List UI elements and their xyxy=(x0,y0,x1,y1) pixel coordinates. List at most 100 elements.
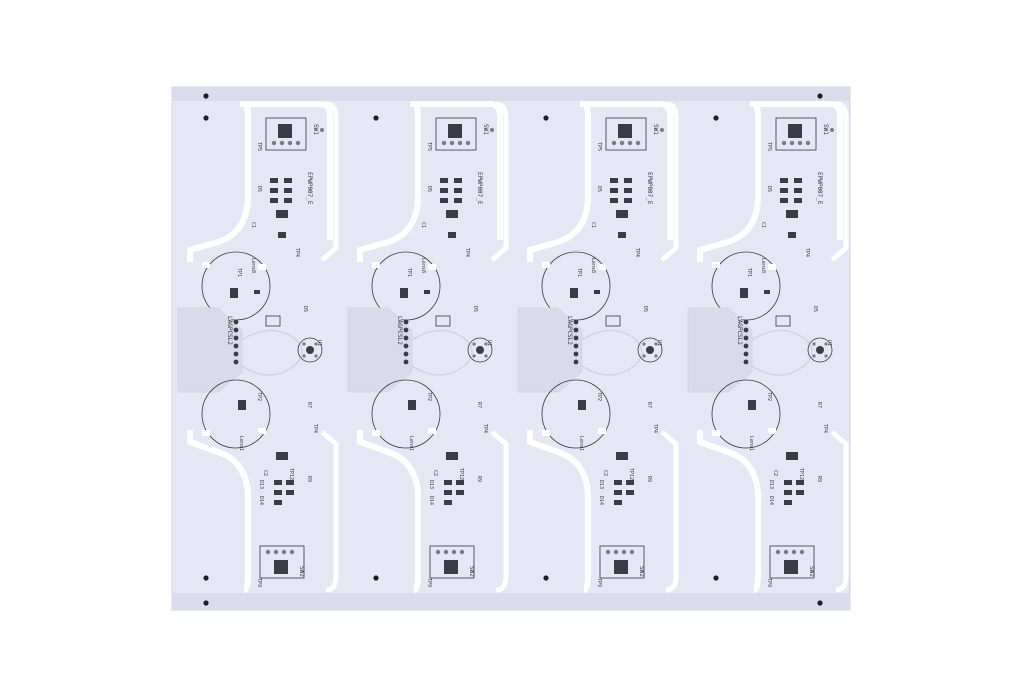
switch-outline xyxy=(769,545,815,579)
lens-mount-slot xyxy=(372,262,380,268)
connector-shroud xyxy=(347,307,413,393)
trace-bow xyxy=(241,329,303,376)
ic-outline xyxy=(775,315,791,327)
smd-resistor xyxy=(794,198,802,203)
smd-resistor xyxy=(626,490,634,495)
lens-mount-slot xyxy=(768,264,776,270)
smd-resistor xyxy=(444,490,452,495)
header-pin xyxy=(233,327,239,333)
header-pin xyxy=(743,319,749,325)
smd-resistor xyxy=(780,188,788,193)
led xyxy=(740,288,748,298)
smd-resistor xyxy=(270,198,278,203)
test-point-label: TP4 xyxy=(482,424,488,433)
header-pin xyxy=(743,335,749,341)
led xyxy=(400,288,408,298)
ic-outline xyxy=(435,315,451,327)
switch-outline xyxy=(259,545,305,579)
routing-slot-left-lower xyxy=(357,430,421,593)
test-point-label: TP9 xyxy=(596,578,602,587)
resistor-label: R7 xyxy=(306,402,312,408)
switch-pad xyxy=(611,140,617,146)
test-point-label: TP4 xyxy=(804,248,810,257)
smd-resistor xyxy=(454,198,462,203)
test-point-label: TP5 xyxy=(426,142,432,151)
emitter-pad xyxy=(302,354,306,358)
switch-pad xyxy=(789,140,795,146)
routing-slot-right-upper xyxy=(320,101,339,262)
header-pin xyxy=(573,327,579,333)
lens-label-bottom: Lens1 xyxy=(408,436,414,451)
lens-label-top: Lens8 xyxy=(760,258,766,273)
test-point-pad xyxy=(490,128,494,132)
smd-resistor xyxy=(254,290,260,294)
emitter-pad xyxy=(484,342,488,346)
test-point-label: TP4 xyxy=(464,248,470,257)
switch-label: SW1 xyxy=(822,124,829,135)
emitter-pad xyxy=(812,354,816,358)
routing-slot-right-lower xyxy=(660,430,679,593)
connector-shroud xyxy=(517,307,583,393)
emitter-pad xyxy=(472,342,476,346)
tact-switch xyxy=(614,560,628,574)
switch-pad xyxy=(605,549,611,555)
switch-pad xyxy=(265,549,271,555)
smd-resistor xyxy=(614,490,622,495)
routing-slot-left-lower xyxy=(187,430,251,593)
switch-pad xyxy=(805,140,811,146)
emitter xyxy=(646,346,654,354)
smd-resistor xyxy=(784,480,792,485)
smd-resistor xyxy=(610,198,618,203)
switch-pad xyxy=(799,549,805,555)
smd-cap xyxy=(788,232,796,238)
smd-resistor xyxy=(440,188,448,193)
lens-label-top: Lens8 xyxy=(590,258,596,273)
test-point-label: TP2 xyxy=(766,392,772,401)
switch-outline xyxy=(429,545,475,579)
resistor-label: R9 xyxy=(646,476,652,482)
emitter xyxy=(816,346,824,354)
smd-resistor xyxy=(614,500,622,505)
led xyxy=(408,400,416,410)
cap-label: C2 xyxy=(772,470,778,476)
switch-label: SW1 xyxy=(482,124,489,135)
emitter-pad xyxy=(472,354,476,358)
routing-slot-right-lower xyxy=(320,430,339,593)
switch-pad xyxy=(295,140,301,146)
lens-outline-bottom xyxy=(201,379,271,449)
cap-label: C1 xyxy=(420,222,426,228)
led xyxy=(748,400,756,410)
header-pin xyxy=(573,351,579,357)
lens-mount-slot xyxy=(598,428,606,434)
lens-label-top: Lens8 xyxy=(420,258,426,273)
diode-label: D5 xyxy=(426,186,432,192)
smd-ic xyxy=(276,452,288,460)
emitter-pad xyxy=(642,354,646,358)
diode-label: D13 xyxy=(428,480,434,489)
smd-resistor xyxy=(286,480,294,485)
smd-resistor xyxy=(624,198,632,203)
smd-resistor xyxy=(456,480,464,485)
smd-resistor xyxy=(610,188,618,193)
test-point-label: TP4 xyxy=(634,248,640,257)
top-rail xyxy=(172,87,850,101)
smd-cap xyxy=(278,232,286,238)
tact-switch xyxy=(278,124,292,138)
smd-resistor xyxy=(796,490,804,495)
emitter-pad xyxy=(302,342,306,346)
header-pin xyxy=(233,351,239,357)
header-pin xyxy=(743,359,749,365)
smd-resistor xyxy=(780,198,788,203)
lens-label-bottom: Lens1 xyxy=(578,436,584,451)
emitter-pad xyxy=(654,354,658,358)
header-pin xyxy=(403,327,409,333)
switch-pad xyxy=(783,549,789,555)
test-point-label: TP2 xyxy=(596,392,602,401)
switch-label: SW1 xyxy=(312,124,319,135)
test-point-label: TP4 xyxy=(652,424,658,433)
test-point-label: TP5 xyxy=(766,142,772,151)
routing-slot-right-lower xyxy=(830,430,849,593)
tact-switch xyxy=(448,124,462,138)
